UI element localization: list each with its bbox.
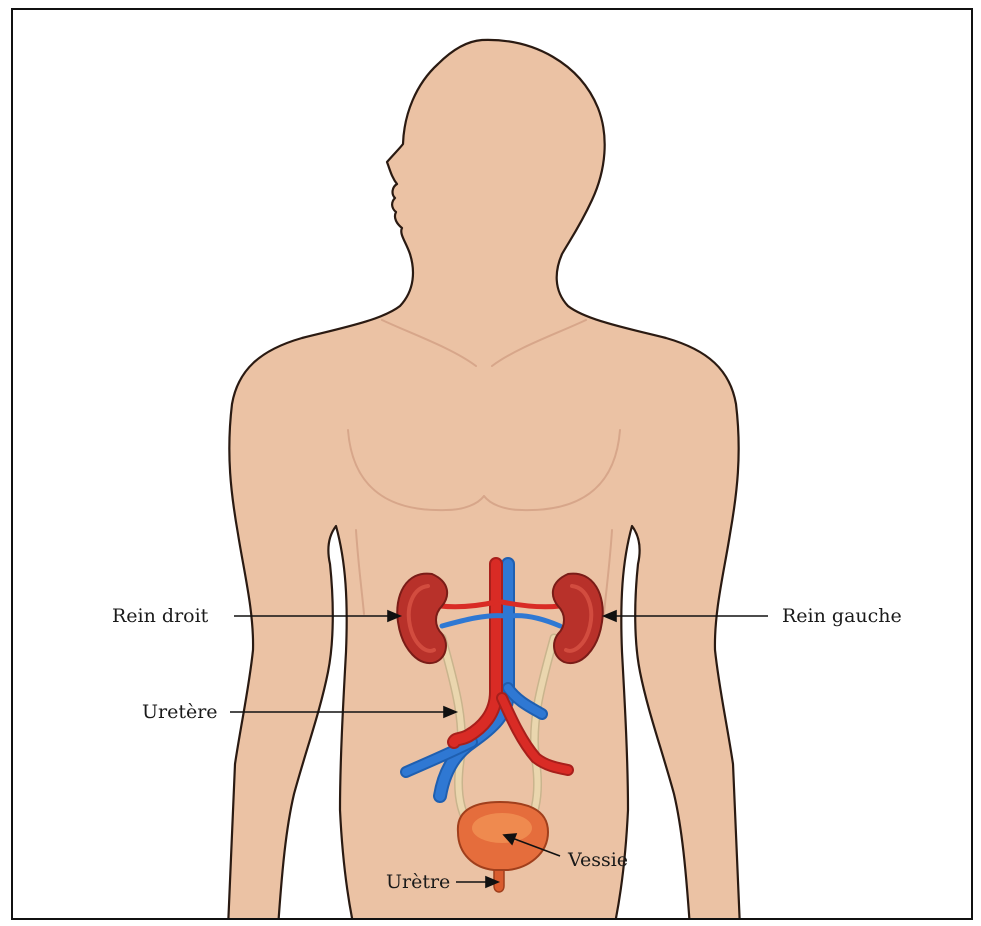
label-uretere: Uretère <box>142 701 218 723</box>
label-uretre: Urètre <box>386 871 450 893</box>
body-outline <box>228 40 740 920</box>
label-vessie: Vessie <box>567 849 628 871</box>
urinary-system-diagram: Rein droit Rein gauche Uretère Vessie Ur… <box>13 10 973 920</box>
figure-frame: Rein droit Rein gauche Uretère Vessie Ur… <box>11 8 973 920</box>
label-rein-gauche: Rein gauche <box>782 605 902 627</box>
body-silhouette <box>228 40 740 920</box>
label-rein-droit: Rein droit <box>112 605 209 627</box>
